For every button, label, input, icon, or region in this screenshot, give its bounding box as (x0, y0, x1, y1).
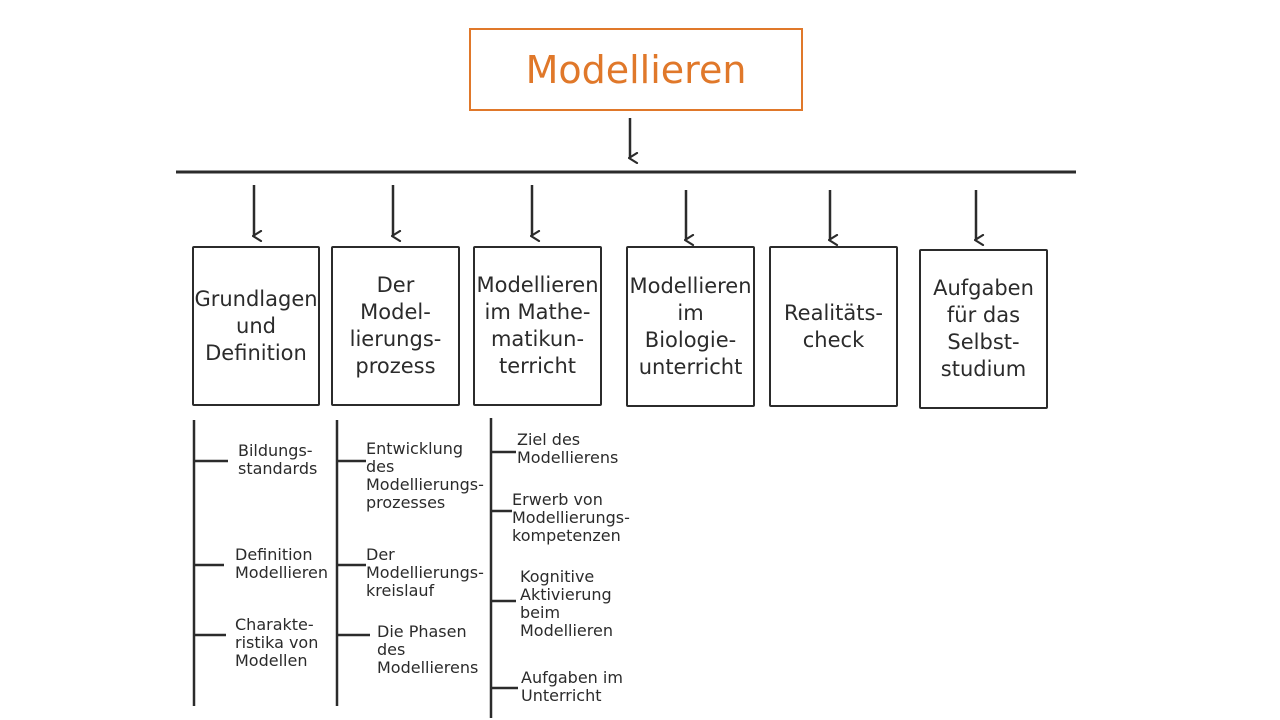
box-grundlagen: Grundlagen und Definition (192, 246, 320, 406)
box-realitaetscheck: Realitäts- check (769, 246, 898, 407)
sub-item-definition-modellieren: Definition Modellieren (235, 545, 328, 582)
sub-item-kreislauf: Der Modellierungs- kreislauf (366, 545, 484, 600)
box-mathematikunterricht: Modellieren im Mathe- matikun- terricht (473, 246, 602, 406)
sub-item-kognitive-aktivierung: Kognitive Aktivierung beim Modellieren (520, 567, 613, 640)
sub-item-entwicklung: Entwicklung des Modellierungs- prozesses (366, 439, 484, 512)
sub-item-phasen: Die Phasen des Modellierens (377, 622, 479, 677)
sub-item-charakteristika: Charakte- ristika von Modellen (235, 615, 319, 670)
box-biologieunterricht: Modellieren im Biologie- unterricht (626, 246, 755, 407)
box-selbststudium: Aufgaben für das Selbst- studium (919, 249, 1048, 409)
title-box: Modellieren (469, 28, 803, 111)
box-modellierungsprozess: Der Model- lierungs- prozess (331, 246, 460, 406)
sub-item-ziel: Ziel des Modellierens (517, 430, 619, 467)
sub-item-aufgaben-unterricht: Aufgaben im Unterricht (521, 668, 623, 705)
sub-item-erwerb: Erwerb von Modellierungs- kompetenzen (512, 490, 630, 545)
sub-item-bildungsstandards: Bildungs- standards (238, 441, 318, 478)
